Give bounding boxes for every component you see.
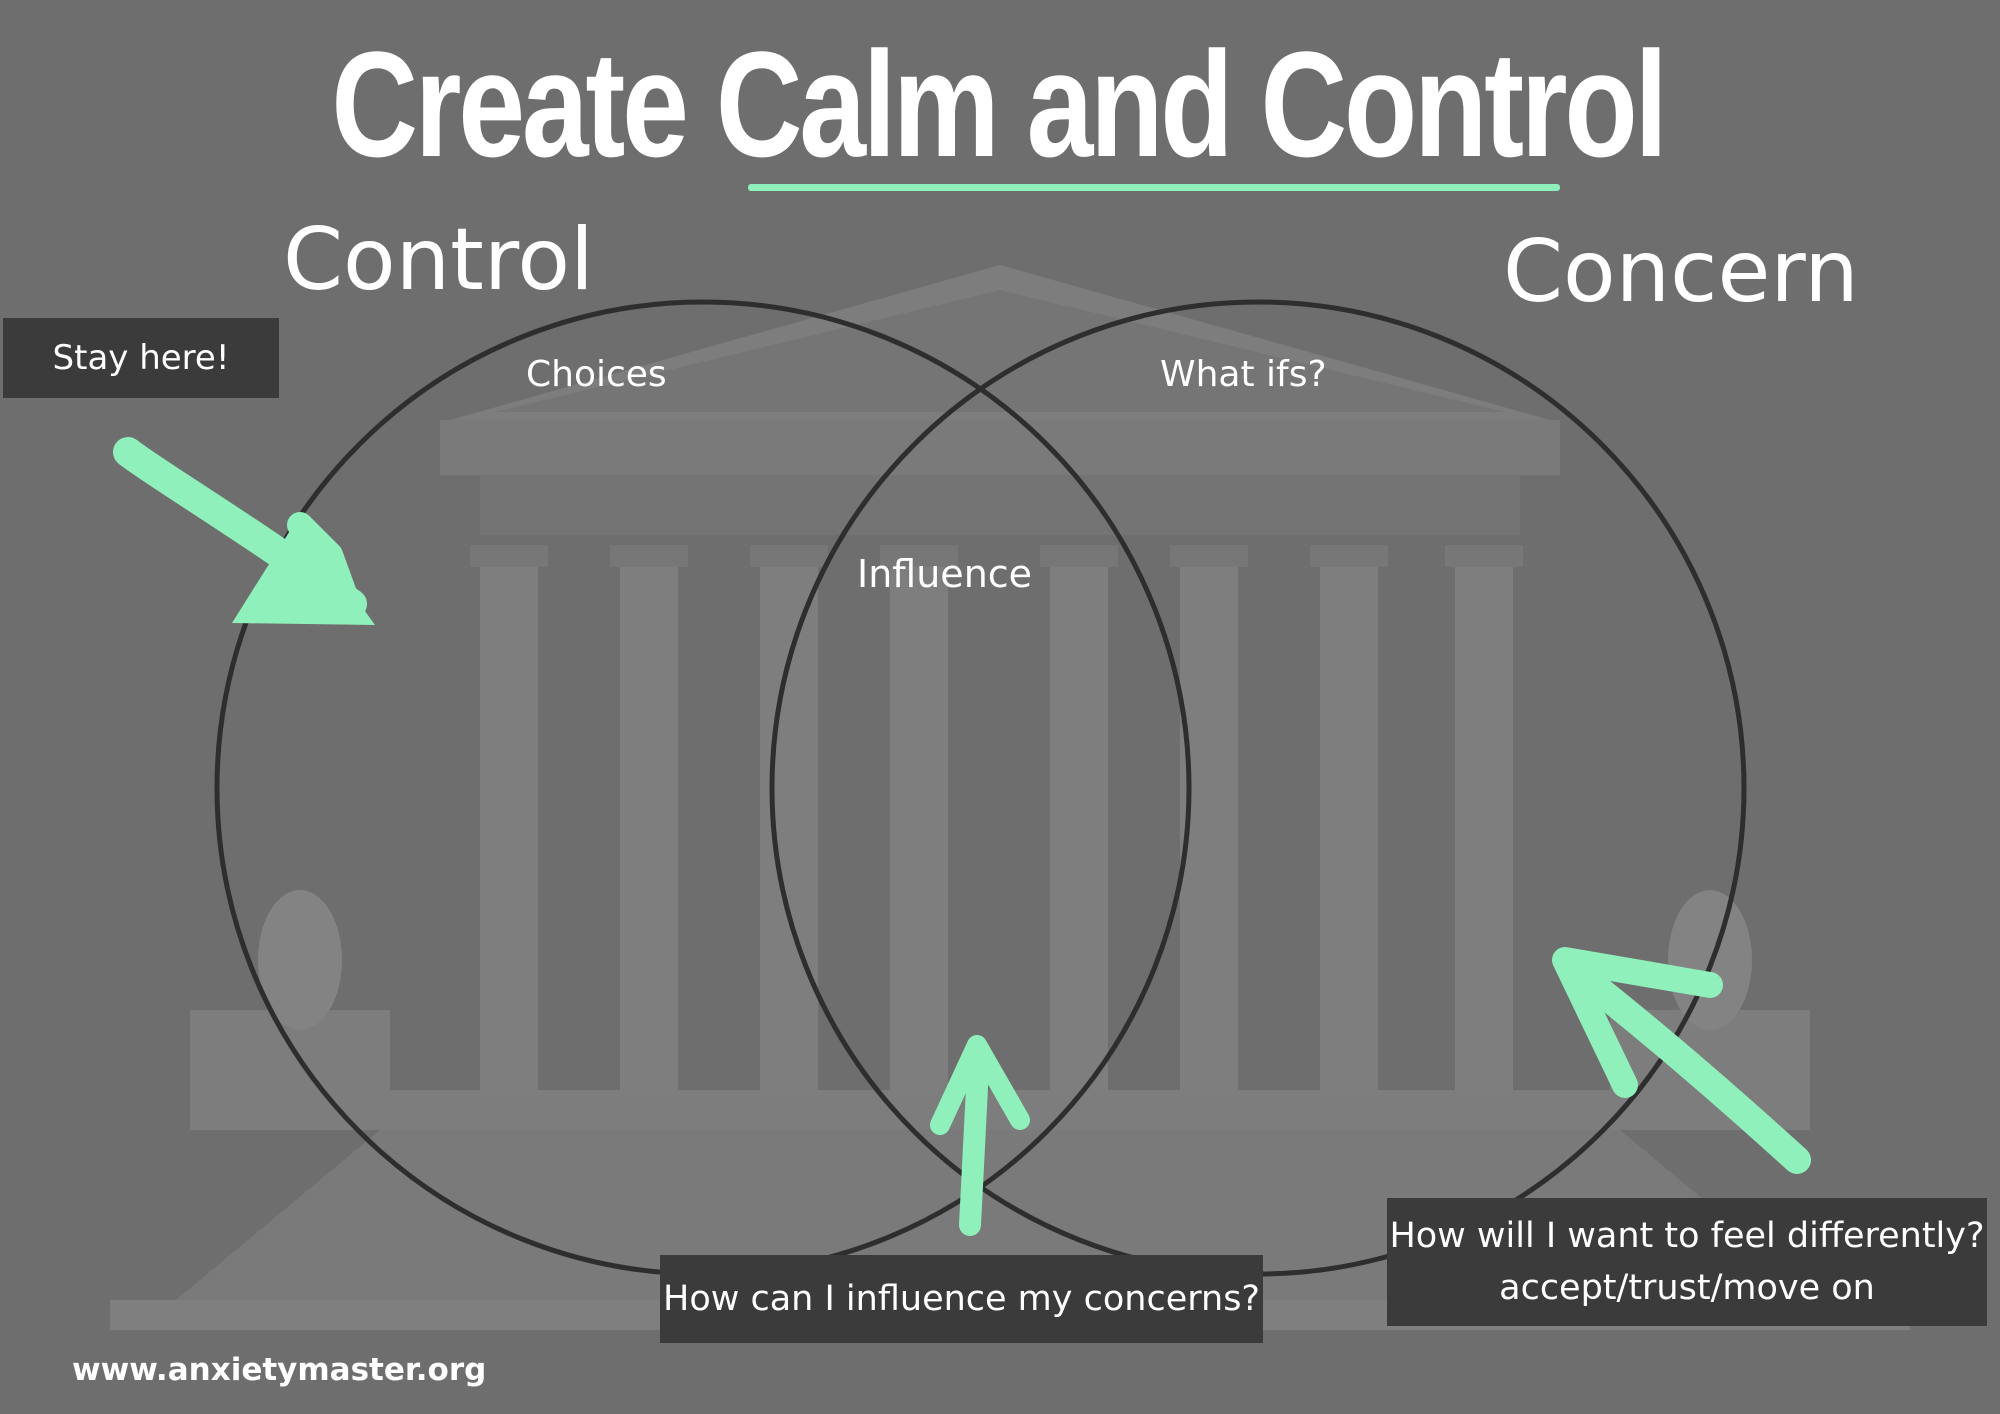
title-underline [748,184,1560,191]
influence-question-text: How can I influence my concerns? [663,1279,1260,1319]
control-circle [214,299,1192,1277]
set-label-concern: Concern [1503,222,1859,322]
feel-differently-text: How will I want to feel differently? [1389,1216,1985,1256]
arrow-to-control-icon [113,437,375,625]
feel-differently-callout: How will I want to feel differently? acc… [1387,1198,1987,1326]
footer-website: www.anxietymaster.org [72,1352,487,1388]
arrow-to-concern-icon [1552,947,1811,1174]
concern-circle [769,299,1747,1277]
arrow-to-overlap-icon [930,1035,1030,1236]
region-what-ifs: What ifs? [1160,354,1327,395]
stay-here-callout: Stay here! [3,318,279,398]
region-choices: Choices [526,354,667,395]
set-label-control: Control [283,210,594,310]
region-influence: Influence [857,552,1033,596]
page-title: Create Calm and Control [331,20,1668,188]
influence-question-callout: How can I influence my concerns? [660,1255,1263,1343]
accept-trust-text: accept/trust/move on [1499,1268,1875,1308]
